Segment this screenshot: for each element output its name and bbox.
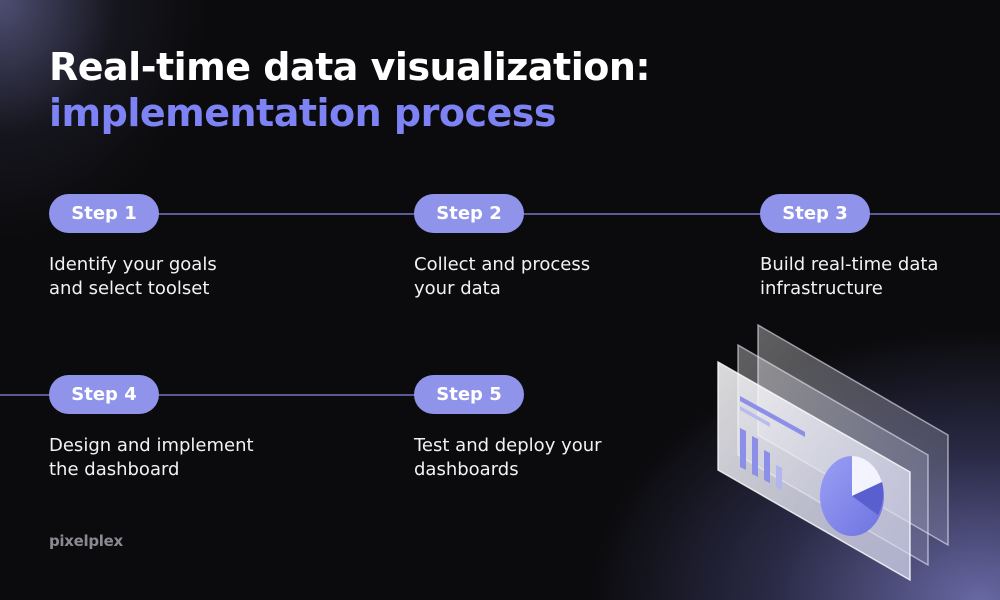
mini-pie-slice	[852, 456, 882, 496]
title-line-2: implementation process	[49, 91, 557, 135]
step-5-label: Step 5	[436, 384, 502, 405]
step-2-badge: Step 2	[414, 194, 524, 233]
step-2-line-2: your data	[414, 278, 501, 299]
connector-row-1	[104, 213, 1000, 215]
step-4-line-1: Design and implement	[49, 435, 254, 456]
mini-pie-slice-2	[852, 482, 884, 515]
brand-logo: pixelplex	[49, 532, 123, 550]
connector-row-2	[0, 394, 469, 396]
step-4-description: Design and implement the dashboard	[49, 434, 279, 482]
step-5-description: Test and deploy your dashboards	[414, 434, 644, 482]
mini-bar-1	[740, 428, 746, 470]
step-1-badge: Step 1	[49, 194, 159, 233]
step-5-line-2: dashboards	[414, 459, 519, 480]
step-3-line-2: infrastructure	[760, 278, 883, 299]
step-4-label: Step 4	[71, 384, 137, 405]
step-5-line-1: Test and deploy your	[414, 435, 602, 456]
step-2-description: Collect and process your data	[414, 253, 644, 301]
mini-bar-2	[752, 436, 758, 477]
mini-bar-4	[776, 465, 782, 490]
panel-header-bar-2	[740, 406, 770, 427]
step-2-line-1: Collect and process	[414, 254, 591, 275]
step-1-label: Step 1	[71, 203, 137, 224]
step-3-line-1: Build real-time data	[760, 254, 939, 275]
dashboard-panels-icon	[717, 323, 949, 582]
step-4-line-2: the dashboard	[49, 459, 180, 480]
title-line-1: Real-time data visualization:	[49, 45, 651, 89]
step-3-description: Build real-time data infrastructure	[760, 253, 990, 301]
step-1-description: Identify your goals and select toolset	[49, 253, 279, 301]
step-4-badge: Step 4	[49, 375, 159, 414]
panel-header-bar	[740, 396, 805, 437]
step-2-label: Step 2	[436, 203, 502, 224]
page-title: Real-time data visualization: implementa…	[49, 44, 651, 136]
step-3-badge: Step 3	[760, 194, 870, 233]
step-5-badge: Step 5	[414, 375, 524, 414]
step-1-line-2: and select toolset	[49, 278, 210, 299]
mini-bar-3	[764, 450, 770, 483]
step-3-label: Step 3	[782, 203, 848, 224]
step-1-line-1: Identify your goals	[49, 254, 217, 275]
